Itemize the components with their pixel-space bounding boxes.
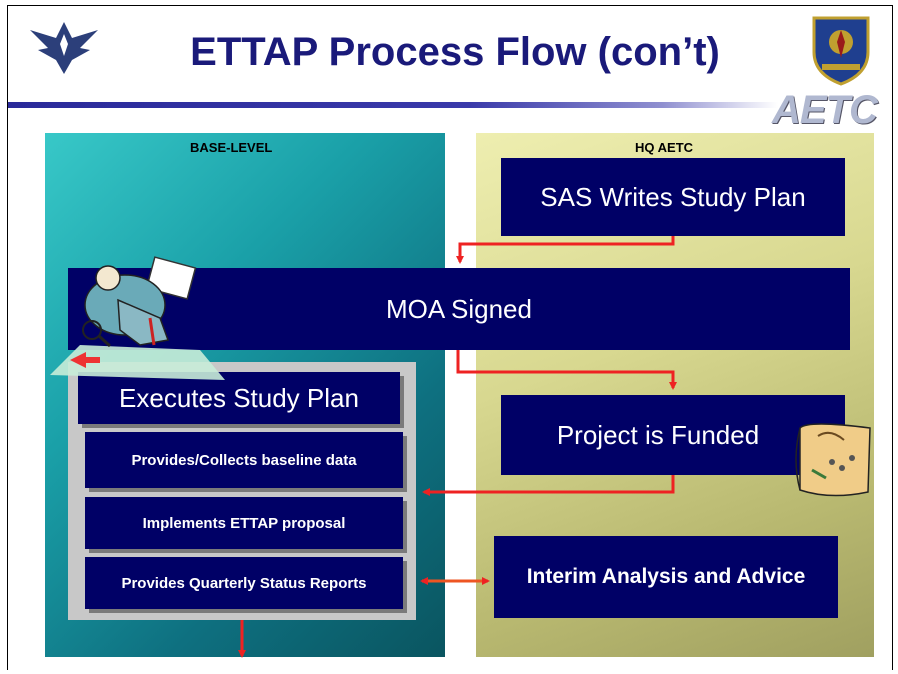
step-executes-study-plan: Executes Study Plan: [78, 372, 400, 424]
arrow-moa-to-funded: [456, 350, 677, 390]
hq-aetc-label: HQ AETC: [635, 140, 694, 155]
aetc-shield-emblem-icon: [808, 12, 874, 93]
page-title: ETTAP Process Flow (con’t): [190, 30, 720, 74]
sub-step-quarterly-reports: Provides Quarterly Status Reports: [85, 557, 403, 609]
air-force-wings-logo-icon: [28, 16, 100, 83]
money-scroll-icon: [795, 423, 871, 497]
step-sas-writes-study-plan: SAS Writes Study Plan: [501, 158, 845, 236]
brand-text: AETC: [772, 88, 878, 132]
sub-step-baseline-data: Provides/Collects baseline data: [85, 432, 403, 488]
sub-step-implements-proposal: Implements ETTAP proposal: [85, 497, 403, 549]
step-interim-analysis: Interim Analysis and Advice: [494, 536, 838, 618]
slide-frame: [7, 5, 893, 670]
step-project-funded: Project is Funded: [501, 395, 845, 475]
arrow-funded-to-execution: [422, 475, 675, 496]
arrow-study-plan-to-moa: [456, 236, 675, 264]
title-divider: [8, 102, 778, 108]
base-level-label: BASE-LEVEL: [190, 140, 273, 155]
step-moa-signed: MOA Signed: [68, 268, 850, 350]
person-with-magnifier-icon: [50, 256, 225, 380]
